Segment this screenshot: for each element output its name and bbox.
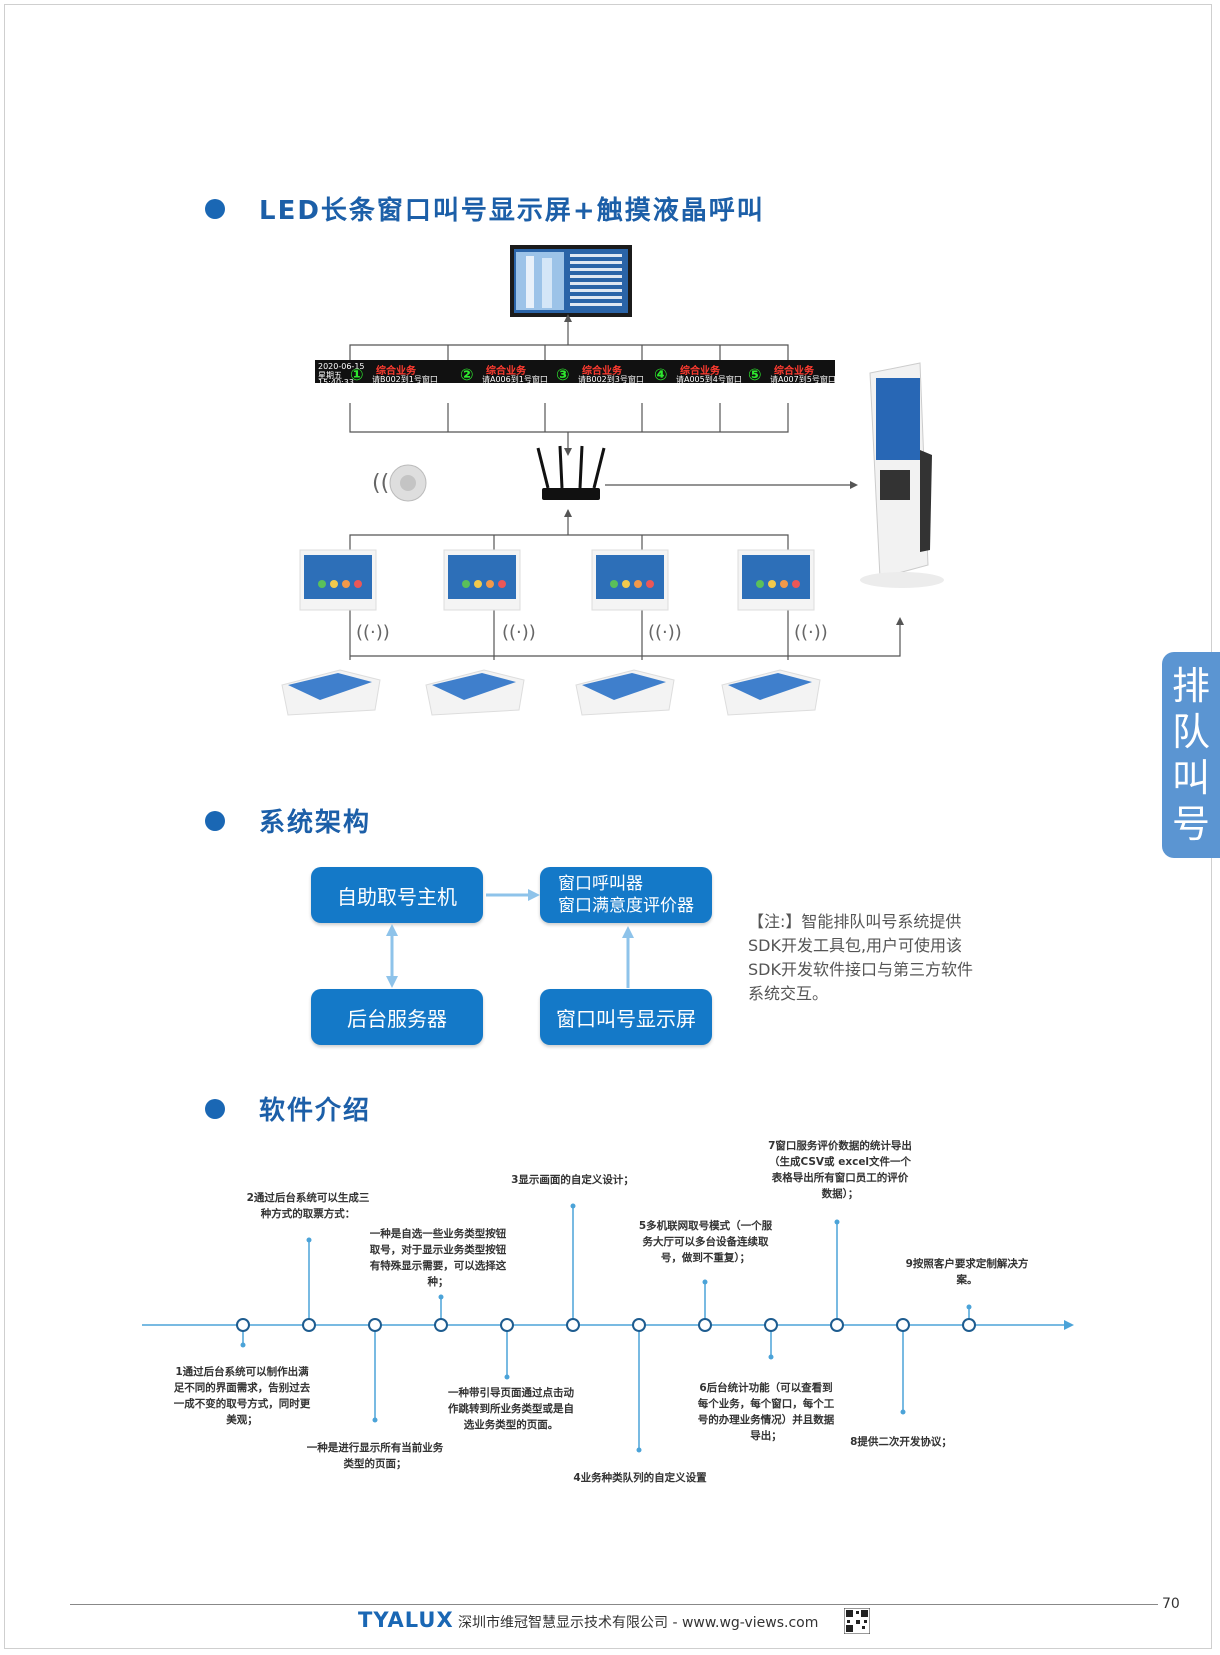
led-item-3-number: ③ [556, 365, 570, 384]
section-software-title: 软件介绍 [259, 1096, 372, 1126]
timeline-item-8: 8提供二次开发协议； [850, 1436, 952, 1448]
timeline-item-2: 2通过后台系统可以生成三种方式的取票方式： [246, 1192, 370, 1220]
arch-box-caller: 窗口呼叫器 窗口满意度评价器 [540, 867, 712, 923]
side-tab-char: 叫 [1171, 756, 1210, 800]
sdk-note: 【注:】智能排队叫号系统提供SDK开发工具包,用户可使用该SDK开发软件接口与第… [748, 912, 973, 1003]
svg-text:((·)): ((·)) [502, 622, 536, 643]
timeline-item-4: 4业务种类队列的自定义设置 [573, 1472, 707, 1484]
network-diagram: ((·)) ((·)) ((·)) ((·)) ((·)) [281, 245, 944, 716]
side-tab-char: 号 [1171, 802, 1210, 846]
arch-box-server-label: 后台服务器 [347, 1006, 447, 1031]
led-item-1-call: 请B002到1号窗口 [372, 375, 438, 384]
bullet-dot [205, 1098, 225, 1119]
top-monitor [510, 245, 632, 317]
timeline-item-6: 6后台统计功能（可以查看到每个业务，每个窗口，每个工号的办理业务情况）并且数据导… [697, 1382, 835, 1442]
satisfaction-evaluators [281, 669, 821, 716]
led-item-2-number: ② [460, 365, 474, 384]
footer-company: 深圳市维冠智慧显示技术有限公司 - www.wg-views.com [458, 1615, 819, 1631]
led-weekday: 星期五 [318, 371, 342, 380]
timeline-item-3: 3显示画面的自定义设计； [511, 1174, 634, 1186]
router-icon [536, 445, 606, 500]
led-item-5-title: 综合业务 [774, 366, 814, 377]
arch-arrows [386, 889, 634, 988]
led-item-4-number: ④ [654, 365, 668, 384]
svg-text:((·)): ((·)) [794, 622, 828, 643]
led-item-1-number: ① [350, 365, 364, 384]
timeline-item-2a: 一种是进行显示所有当前业务类型的页面； [306, 1442, 444, 1470]
timeline-item-2c: 一种带引导页面通过点击动作跳转到所业务类型或是自选业务类型的页面。 [448, 1387, 574, 1431]
section-arch-heading: 系统架构 [205, 802, 371, 839]
timeline-item-5: 5多机联网取号模式（一个服务大厅可以多台设备连续取号，做到不重复）； [638, 1220, 773, 1264]
section-led-heading: LED长条窗口叫号显示屏+触摸液晶呼叫 [205, 190, 765, 227]
timeline-item-2b: 一种是自选一些业务类型按钮取号，对于显示业务类型按钮有特殊显示需要，可以选择这种… [369, 1228, 507, 1288]
self-service-kiosk [860, 362, 944, 588]
bullet-dot [205, 198, 225, 219]
led-item-5-call: 请A007到5号窗口 [770, 375, 836, 384]
led-item-1-title: 综合业务 [376, 366, 416, 377]
led-date: 2020-06-15 [318, 362, 365, 371]
arch-box-kiosk: 自助取号主机 [311, 867, 483, 923]
wireless-receiver-icon: ((·)) [372, 464, 427, 502]
arch-box-kiosk-label: 自助取号主机 [337, 884, 457, 909]
led-item-5-number: ⑤ [748, 365, 762, 384]
led-item-4-call: 请A005到4号窗口 [676, 375, 742, 384]
arch-box-caller-label-1: 窗口呼叫器 [558, 874, 643, 894]
led-item-3-title: 综合业务 [582, 366, 622, 377]
section-arch-title: 系统架构 [259, 808, 372, 838]
arch-box-display-label: 窗口叫号显示屏 [556, 1006, 696, 1031]
led-time: 15:40:33 [318, 378, 354, 387]
arch-box-server: 后台服务器 [311, 989, 483, 1045]
window-caller-screens [299, 549, 815, 611]
arch-box-caller-label-2: 窗口满意度评价器 [558, 896, 694, 916]
wifi-icons: ((·)) ((·)) ((·)) ((·)) [356, 622, 828, 643]
feature-timeline [142, 1203, 1074, 1453]
section-software-heading: 软件介绍 [205, 1090, 371, 1127]
arch-box-display: 窗口叫号显示屏 [540, 989, 712, 1045]
led-item-4-title: 综合业务 [680, 366, 720, 377]
timeline-item-1: 1通过后台系统可以制作出满足不同的界面需求，告别过去一成不变的取号方式，同时更美… [173, 1366, 311, 1426]
side-category-tab: 排 队 叫 号 [1162, 652, 1220, 858]
qr-code-icon [844, 1608, 870, 1634]
svg-text:((·)): ((·)) [648, 622, 682, 643]
timeline-item-9: 9按照客户要求定制解决方案。 [905, 1258, 1029, 1286]
side-tab-char: 排 [1171, 664, 1210, 708]
led-item-2-title: 综合业务 [486, 366, 526, 377]
led-item-3-call: 请B002到3号窗口 [578, 375, 644, 384]
footer-divider [70, 1604, 1158, 1605]
section-led-title: LED长条窗口叫号显示屏+触摸液晶呼叫 [259, 196, 765, 226]
bullet-dot [205, 810, 225, 831]
led-item-2-call: 请A006到1号窗口 [482, 375, 548, 384]
svg-text:((·)): ((·)) [356, 622, 390, 643]
side-tab-char: 队 [1171, 710, 1210, 754]
page-number: 70 [1162, 1596, 1180, 1612]
brand-logo: TYALUX [358, 1608, 454, 1632]
timeline-item-7: 7窗口服务评价数据的统计导出（生成CSV或 excel文件一个表格导出所有窗口员… [768, 1140, 912, 1200]
